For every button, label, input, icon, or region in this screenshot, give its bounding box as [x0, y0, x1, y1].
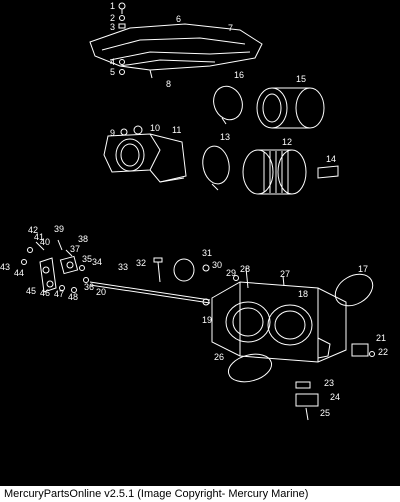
callout-21: 21: [376, 333, 386, 343]
callout-14: 14: [326, 154, 336, 164]
callout-17: 17: [358, 264, 368, 274]
callout-25: 25: [320, 408, 330, 418]
callout-45: 45: [26, 286, 36, 296]
copyright-footer: MercuryPartsOnline v2.5.1 (Image Copyrig…: [0, 486, 400, 502]
callout-8: 8: [166, 79, 171, 89]
callout-36: 36: [84, 282, 94, 292]
callout-41: 41: [34, 232, 44, 242]
throttle-body-part: [202, 281, 347, 363]
callout-33: 33: [118, 262, 128, 272]
callout-31: 31: [202, 248, 212, 258]
clamp-ring-part: [213, 85, 243, 125]
callout-22: 22: [378, 347, 388, 357]
band-clamp-part: [202, 145, 230, 191]
callout-38: 38: [78, 234, 88, 244]
callout-15: 15: [296, 74, 306, 84]
callout-18: 18: [298, 289, 308, 299]
callout-46: 46: [40, 288, 50, 298]
callout-43: 43: [0, 262, 10, 272]
callout-47: 47: [54, 289, 64, 299]
callout-44: 44: [14, 268, 24, 278]
callout-42: 42: [28, 225, 38, 235]
callout-16: 16: [234, 70, 244, 80]
callout-20: 20: [96, 287, 106, 297]
sensor-part: [351, 343, 375, 357]
callout-35: 35: [82, 254, 92, 264]
callout-13: 13: [220, 132, 230, 142]
callout-23: 23: [324, 378, 334, 388]
exploded-parts-diagram: 1 2 3 4 5 6 7 8 9 10 11 12 13 14 15 16 1…: [0, 1, 388, 421]
callout-34: 34: [92, 257, 102, 267]
filter-housing-part: [256, 87, 325, 129]
engine-cover-part: [89, 23, 263, 79]
callout-6: 6: [176, 14, 181, 24]
callout-19: 19: [202, 315, 212, 325]
callout-26: 26: [214, 352, 224, 362]
callout-28: 28: [240, 264, 250, 274]
gasket-part: [334, 273, 374, 307]
air-adapter-part: [103, 125, 187, 183]
callout-32: 32: [136, 258, 146, 268]
gasket-lower-part: [227, 353, 273, 383]
throttle-shaft-part: [89, 281, 211, 304]
callout-29: 29: [226, 268, 236, 278]
callout-48: 48: [68, 292, 78, 302]
callout-labels: 1 2 3 4 5 6 7 8 9 10 11 12 13 14 15 16 1…: [0, 1, 388, 418]
callout-1: 1: [110, 1, 115, 11]
callout-37: 37: [70, 244, 80, 254]
linkage-assembly-part: [21, 239, 89, 293]
callout-11: 11: [172, 125, 181, 135]
decal-part: [317, 165, 339, 179]
callout-24: 24: [330, 392, 340, 402]
screw-set-top: [118, 2, 126, 75]
callout-3: 3: [110, 22, 115, 32]
callout-4: 4: [110, 57, 115, 67]
callout-5: 5: [110, 67, 115, 77]
callout-7: 7: [228, 23, 233, 33]
callout-2: 2: [110, 13, 115, 23]
bracket-parts: [295, 381, 319, 421]
callout-9: 9: [110, 128, 115, 138]
callout-12: 12: [282, 137, 292, 147]
callout-39: 39: [54, 224, 64, 234]
callout-27: 27: [280, 269, 290, 279]
filter-element-part: [242, 149, 307, 195]
callout-30: 30: [212, 260, 222, 270]
callout-40: 40: [40, 237, 50, 247]
callout-10: 10: [150, 123, 160, 133]
throttle-hardware-part: [153, 257, 285, 289]
